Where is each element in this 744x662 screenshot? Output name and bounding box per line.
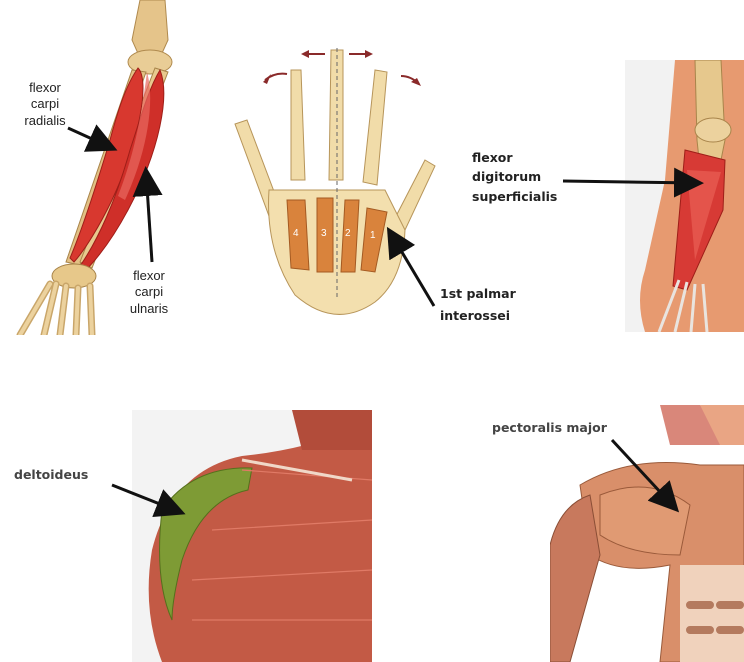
hand-palmar-interossei-illustration: 4 3 2 1	[225, 40, 445, 330]
shoulder-deltoid-illustration	[132, 410, 372, 662]
label-flexor-carpi-ulnaris: flexor carpi ulnaris	[118, 268, 180, 317]
label-flexor-digitorum-superficialis: flexor digitorum superficialis	[472, 148, 557, 206]
interosseus-number-4: 4	[293, 228, 299, 239]
interosseus-number-2: 2	[345, 228, 351, 239]
label-pectoralis-major: pectoralis major	[492, 420, 607, 436]
label-palmar-interossei: 1st palmar interossei	[440, 286, 516, 323]
forearm-flexors-illustration	[0, 0, 215, 335]
interosseus-number-1: 1	[370, 230, 376, 241]
interosseus-number-3: 3	[321, 228, 327, 239]
label-deltoideus: deltoideus	[14, 467, 88, 483]
label-flexor-carpi-radialis: flexor carpi radialis	[14, 80, 76, 129]
torso-pectoralis-illustration	[550, 405, 744, 662]
flexor-digitorum-illustration	[625, 60, 744, 332]
